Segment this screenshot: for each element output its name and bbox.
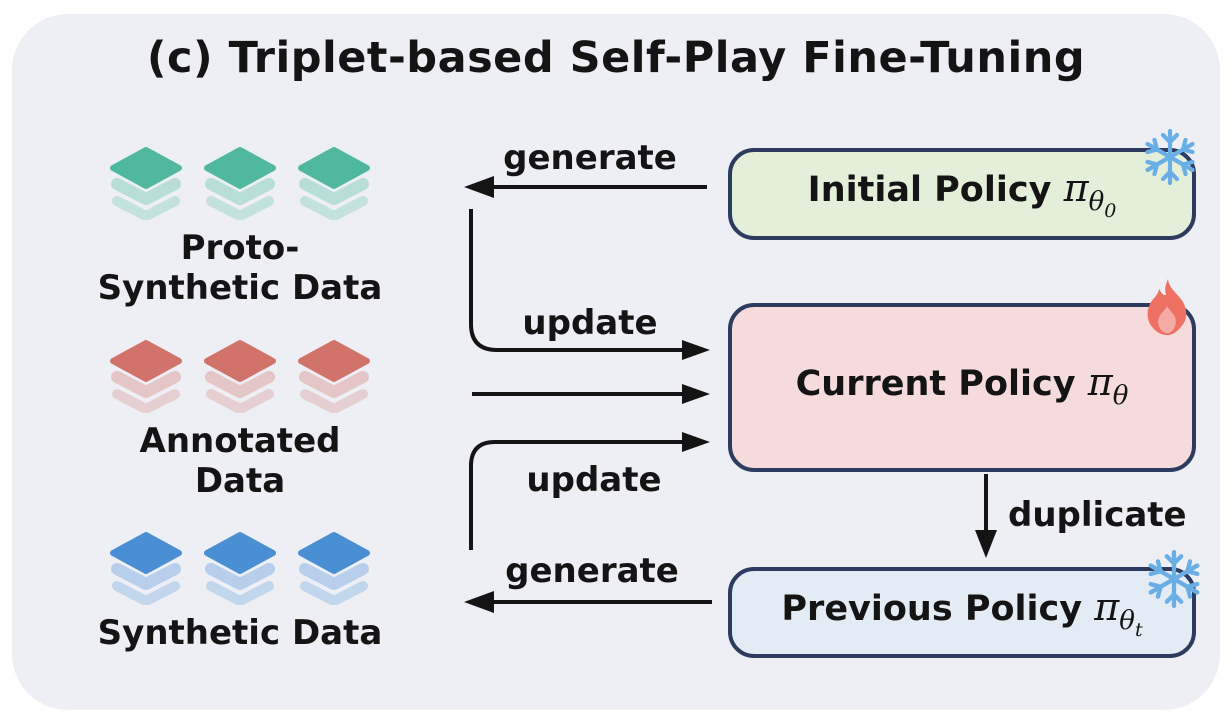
policy-name: Initial Policy: [807, 170, 1052, 210]
layers-stack-icon: [204, 340, 276, 413]
policy-box-label: Initial Policy πθ0: [808, 166, 1117, 222]
data-group-synthetic: Synthetic Data: [90, 531, 390, 653]
data-group-label: Proto-Synthetic Data: [97, 228, 383, 308]
layers-stack-icon: [110, 340, 182, 413]
policy-box-initial: Initial Policy πθ0: [728, 148, 1196, 240]
policy-box-previous: Previous Policy πθt: [728, 567, 1196, 658]
policy-box-label: Current Policy πθ: [796, 360, 1129, 416]
layers-stack-row: [90, 146, 390, 222]
pi-symbol: πθt: [1094, 584, 1143, 641]
layers-stack-icon: [204, 532, 276, 605]
fire-icon: [1136, 277, 1198, 339]
layers-stack-icon: [298, 147, 370, 220]
layers-stack-row: [90, 339, 390, 415]
arrow-label-update-bottom: update: [526, 460, 662, 500]
data-group-label: Synthetic Data: [97, 613, 383, 653]
data-group-proto-synthetic: Proto-Synthetic Data: [90, 146, 390, 308]
diagram-title: (c) Triplet-based Self-Play Fine-Tuning: [146, 33, 1086, 83]
data-group-label: Annotated Data: [139, 421, 341, 501]
policy-box-label: Previous Policy πθt: [781, 585, 1142, 641]
pi-symbol: πθ0: [1063, 166, 1117, 222]
snowflake-icon: [1140, 127, 1200, 187]
policy-name: Previous Policy: [781, 588, 1083, 629]
layers-stack-icon: [110, 147, 182, 220]
policy-box-current: Current Policy πθ: [728, 303, 1196, 472]
arrow-label-update-top: update: [522, 303, 658, 343]
policy-name: Current Policy: [795, 363, 1076, 404]
arrow-label-generate-bottom: generate: [505, 551, 679, 591]
layers-stack-icon: [298, 340, 370, 413]
snowflake-icon: [1143, 548, 1205, 610]
arrow-label-duplicate: duplicate: [1008, 495, 1187, 535]
data-group-annotated: Annotated Data: [90, 339, 390, 501]
pi-symbol: πθ: [1087, 359, 1129, 411]
arrow-label-generate-top: generate: [503, 138, 677, 178]
layers-stack-row: [90, 531, 390, 607]
layers-stack-icon: [110, 532, 182, 605]
layers-stack-icon: [298, 532, 370, 605]
layers-stack-icon: [204, 147, 276, 220]
